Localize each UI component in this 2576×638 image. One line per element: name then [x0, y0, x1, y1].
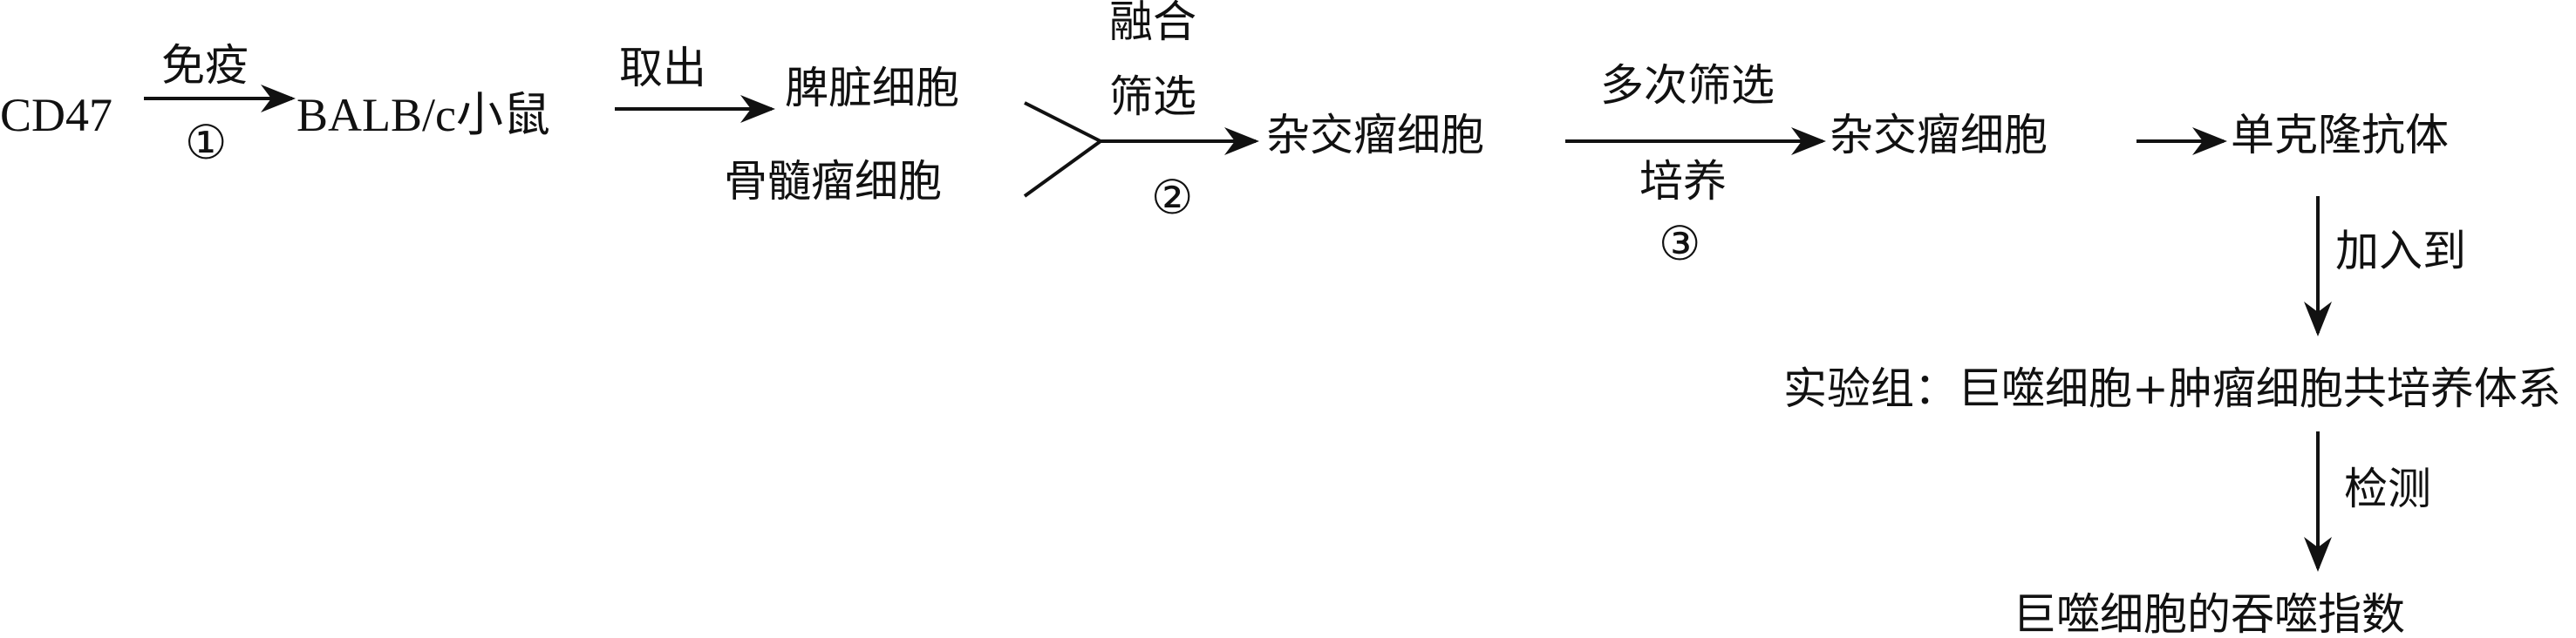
node-spleen-cells: 脾脏细胞 — [785, 63, 959, 113]
label-screen: 筛选 — [1109, 71, 1196, 122]
step-2-marker: ② — [1151, 170, 1193, 225]
label-detect: 检测 — [2344, 464, 2431, 514]
label-extract: 取出 — [619, 43, 706, 93]
node-monoclonal-antibody: 单克隆抗体 — [2231, 110, 2449, 160]
label-multi-screen: 多次筛选 — [1600, 60, 1775, 111]
node-experiment-group: 实验组：巨噬细胞+肿瘤细胞共培养体系 — [1783, 363, 2561, 414]
label-immunize: 免疫 — [161, 40, 249, 91]
step-3-marker: ③ — [1659, 216, 1700, 271]
node-hybridoma-cells-2: 杂交瘤细胞 — [1830, 110, 2048, 160]
node-hybridoma-cells-1: 杂交瘤细胞 — [1266, 110, 1484, 160]
node-cd47: CD47 — [0, 89, 112, 141]
node-myeloma-cells: 骨髓瘤细胞 — [724, 156, 942, 207]
node-balbc-mouse: BALB/c小鼠 — [296, 89, 550, 141]
merge-lines — [1023, 101, 1104, 198]
label-fuse: 融合 — [1109, 0, 1196, 47]
node-phagocytosis-index: 巨噬细胞的吞噬指数 — [2013, 589, 2405, 638]
label-add-to: 加入到 — [2335, 226, 2466, 276]
label-culture: 培养 — [1639, 156, 1727, 207]
step-1-marker: ① — [185, 115, 227, 170]
